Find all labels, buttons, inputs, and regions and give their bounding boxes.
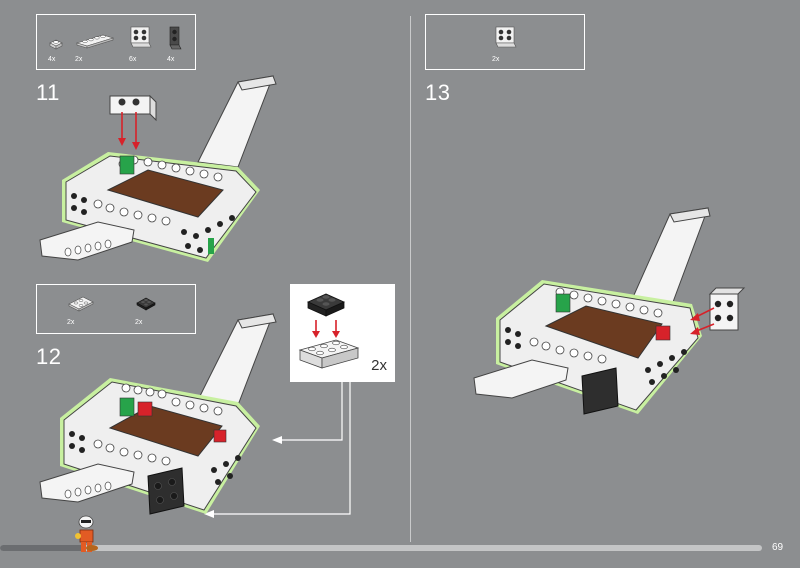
page-number: 69 [772,542,784,553]
plate-2x3-icon [68,296,94,312]
part-qty: 4x [48,56,56,63]
plate-1x1-icon [49,39,63,50]
parts-box-step-13: 2x [425,14,585,70]
step-number: 12 [36,344,62,369]
white-plate-2x3 [298,339,360,369]
red-arrows [312,320,340,338]
part-qty: 6x [129,56,137,63]
bracket-2x2-icon [130,26,152,48]
page-divider [410,16,411,542]
parts-box-step-12: 2x 2x [36,284,196,334]
step-number: 13 [425,80,451,105]
part-qty: 2x [135,319,143,326]
part-qty: 2x [492,56,500,63]
part-qty: 2x [67,319,75,326]
part-qty: 2x [75,56,83,63]
step-13-model [473,207,746,415]
sub-assembly-callout: 2x [290,284,395,382]
step-number: 11 [36,80,60,105]
plate-1x4-icon [75,34,115,49]
minifigure-icon [75,515,98,552]
step-11-model [39,75,277,262]
bracket-1x2-icon [169,26,182,50]
black-plate-2x2 [307,293,345,317]
progress-track [0,545,762,551]
plate-2x2-icon [136,297,156,311]
step-12-model [39,313,277,515]
callout-qty: 2x [371,357,387,374]
bracket-2x2-icon [495,26,517,48]
parts-box-step-11: 4x 2x 6x 4x [36,14,196,70]
progress-fill [0,545,84,551]
part-qty: 4x [167,56,175,63]
